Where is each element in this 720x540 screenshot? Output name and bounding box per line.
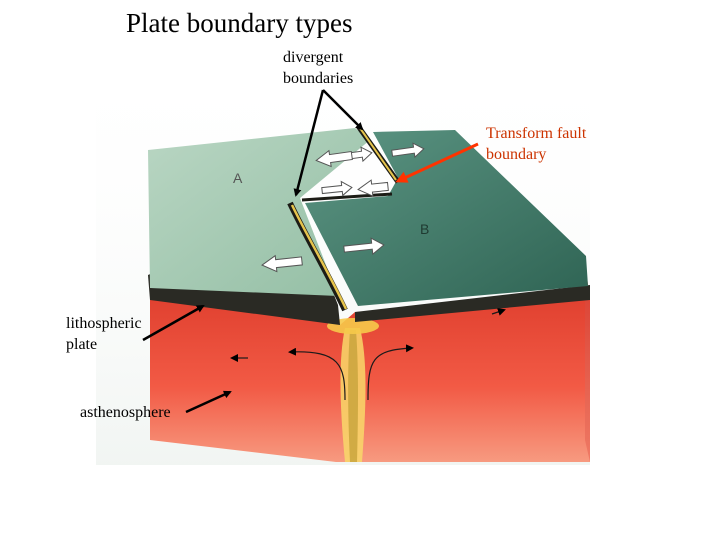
asthenosphere-label: asthenosphere	[80, 404, 171, 421]
transform-fault-arrow	[395, 142, 479, 183]
asthenosphere-front-face	[150, 295, 590, 462]
asthenosphere-right-face	[585, 262, 590, 462]
pointer-arrows	[142, 89, 364, 414]
divergent-arrow-right	[322, 89, 364, 131]
divergent-arrow-left	[293, 89, 325, 197]
plate-b-letter: B	[420, 221, 429, 237]
asthenosphere-arrow	[185, 390, 232, 414]
plate-motion-arrows	[261, 142, 425, 273]
plate-b-surface	[305, 130, 588, 306]
lithospheric-plate-label: lithospheric plate	[66, 315, 142, 353]
lithosphere-band-right	[355, 285, 590, 322]
transform-fault-step	[301, 192, 393, 202]
diagram-title: Plate boundary types	[126, 8, 353, 38]
plate-a-letter: A	[233, 170, 243, 186]
divergent-boundaries-label: divergent boundaries	[283, 47, 383, 89]
convection-arrows	[230, 308, 506, 401]
transform-fault-label: Transform fault boundary	[486, 125, 587, 163]
lithospheric-arrow	[142, 304, 205, 342]
